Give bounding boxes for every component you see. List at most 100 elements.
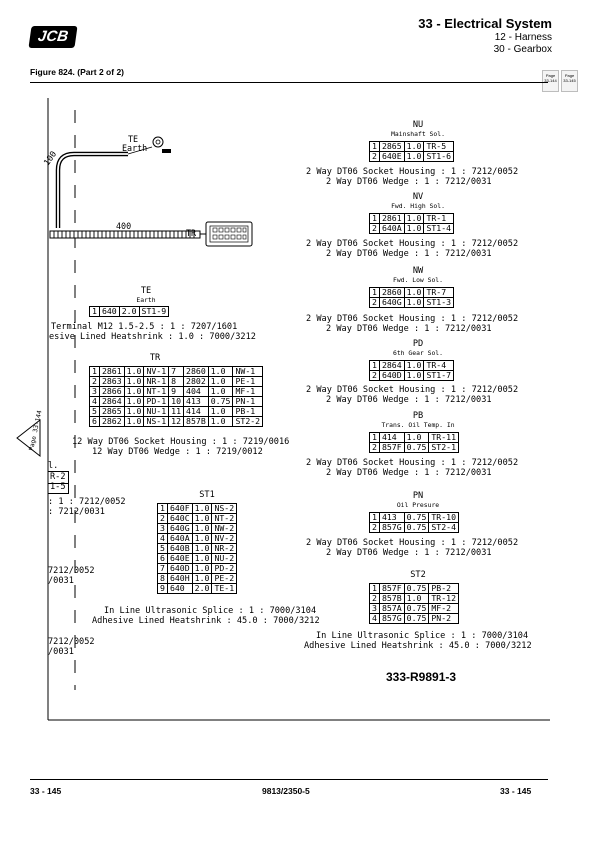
cell: MF-2 bbox=[428, 603, 460, 614]
cell: 1.0 bbox=[207, 376, 234, 387]
cell: 1.0 bbox=[191, 553, 213, 564]
st1-heatshrink-note: Adhesive Lined Heatshrink : 45.0 : 7000/… bbox=[92, 616, 320, 626]
cell: 1.0 bbox=[207, 406, 234, 417]
page-tab-label: Page bbox=[564, 73, 575, 78]
cell: 2 bbox=[89, 376, 100, 387]
cell: 1.0 bbox=[123, 396, 145, 407]
left-fragment-c2: /0031 bbox=[48, 647, 74, 657]
cell: 2 bbox=[369, 593, 380, 604]
drawing-part-number: 333-R9891-3 bbox=[386, 670, 457, 684]
cell: 1 bbox=[369, 432, 380, 443]
cell: NU-1 bbox=[143, 406, 170, 417]
cell: 0.75 bbox=[403, 613, 430, 624]
harness-bend bbox=[55, 151, 128, 228]
pd-wedge-note: 2 Way DT06 Wedge : 1 : 7212/0031 bbox=[326, 395, 492, 405]
cell: 414 bbox=[378, 432, 405, 443]
page-tab-label: Page bbox=[545, 73, 556, 78]
pb-housing-note: 2 Way DT06 Socket Housing : 1 : 7212/005… bbox=[306, 458, 519, 468]
te-harness-desc: Earth bbox=[122, 143, 147, 153]
cell: 857G bbox=[378, 613, 405, 624]
cell: PN-1 bbox=[232, 396, 264, 407]
cell: 1.0 bbox=[123, 366, 145, 377]
cell: TE-1 bbox=[211, 583, 238, 594]
cell: 2864 bbox=[378, 360, 405, 371]
nw-wedge-note: 2 Way DT06 Wedge : 1 : 7212/0031 bbox=[326, 324, 492, 334]
st2-heatshrink-note: Adhesive Lined Heatshrink : 45.0 : 7000/… bbox=[304, 641, 532, 651]
page-tab-value: 33-145 bbox=[563, 78, 576, 83]
tr-harness-label: TR bbox=[186, 228, 197, 238]
cell: PD-2 bbox=[211, 563, 238, 574]
harness-hatching bbox=[53, 231, 195, 238]
cell: PE-2 bbox=[211, 573, 238, 584]
tr-wedge-note: 12 Way DT06 Wedge : 1 : 7219/0012 bbox=[92, 447, 263, 457]
cell: 2802 bbox=[183, 376, 209, 387]
figure-caption: Figure 824. (Part 2 of 2) bbox=[30, 67, 124, 77]
cell: 3 bbox=[89, 386, 100, 397]
te-table: 1 640 2.0 ST1-9 bbox=[89, 306, 170, 317]
cell: 1.0 bbox=[403, 432, 430, 443]
cell: 2865 bbox=[98, 406, 125, 417]
te-name: TE bbox=[140, 286, 152, 296]
cell: 9 bbox=[168, 386, 185, 397]
te-title: TE Earth bbox=[116, 287, 176, 305]
nv-desc: Fwd. High Sol. bbox=[391, 202, 445, 210]
cell: NS-1 bbox=[143, 416, 170, 427]
cell: 8 bbox=[157, 573, 168, 584]
footer-page-right: 33 - 145 bbox=[500, 786, 532, 796]
cell: 857B bbox=[183, 416, 209, 427]
nw-title: NW Fwd. Low Sol. bbox=[370, 267, 466, 285]
nw-housing-note: 2 Way DT06 Socket Housing : 1 : 7212/005… bbox=[306, 314, 519, 324]
cell: 1 bbox=[369, 583, 380, 594]
cell: NV-2 bbox=[211, 533, 238, 544]
page-tab-value: 33-144 bbox=[544, 78, 557, 83]
cell: ST1-3 bbox=[423, 297, 455, 308]
left-fragment-c1: 7212/0052 bbox=[48, 637, 95, 647]
cell: 1 bbox=[369, 360, 380, 371]
cell: NT-2 bbox=[211, 513, 238, 524]
cell: 2860 bbox=[378, 287, 405, 298]
cell: 0.75 bbox=[403, 603, 430, 614]
tr-housing-note: 12 Way DT06 Socket Housing : 1 : 7219/00… bbox=[72, 437, 290, 447]
cell: 640G bbox=[166, 523, 193, 534]
cell: ST1-6 bbox=[423, 151, 455, 162]
cell: 6 bbox=[89, 416, 100, 427]
nu-wedge-note: 2 Way DT06 Wedge : 1 : 7212/0031 bbox=[326, 177, 492, 187]
page-tab-current[interactable]: Page 33-145 bbox=[561, 70, 578, 92]
cell: 1.0 bbox=[207, 416, 234, 427]
cell: 640A bbox=[378, 223, 405, 234]
cell: 1 bbox=[89, 366, 100, 377]
cell: 1.0 bbox=[123, 416, 145, 427]
st1-name: ST1 bbox=[199, 490, 215, 500]
cell: 1.0 bbox=[403, 297, 425, 308]
cell: 12 bbox=[168, 416, 185, 427]
page-tab-prev[interactable]: Page 33-144 bbox=[542, 70, 559, 92]
left-fragment-15: 1-5 bbox=[48, 482, 69, 494]
nv-housing-note: 2 Way DT06 Socket Housing : 1 : 7212/005… bbox=[306, 239, 519, 249]
pd-desc: 6th Gear Sol. bbox=[392, 349, 444, 357]
cell: TR-11 bbox=[428, 432, 460, 443]
st2-name: ST2 bbox=[410, 570, 426, 580]
cell: 3 bbox=[157, 523, 168, 534]
terminal-note: Terminal M12 1.5-2.5 : 1 : 7207/1601 bbox=[51, 322, 238, 332]
cell: 4 bbox=[89, 396, 100, 407]
page-tabs: Page 33-144 Page 33-145 bbox=[542, 70, 578, 92]
cell: 2 bbox=[369, 223, 380, 234]
cell: 404 bbox=[183, 386, 209, 397]
pd-housing-note: 2 Way DT06 Socket Housing : 1 : 7212/005… bbox=[306, 385, 519, 395]
ring-terminal-hole bbox=[155, 139, 161, 145]
cell: 0.75 bbox=[403, 583, 430, 594]
